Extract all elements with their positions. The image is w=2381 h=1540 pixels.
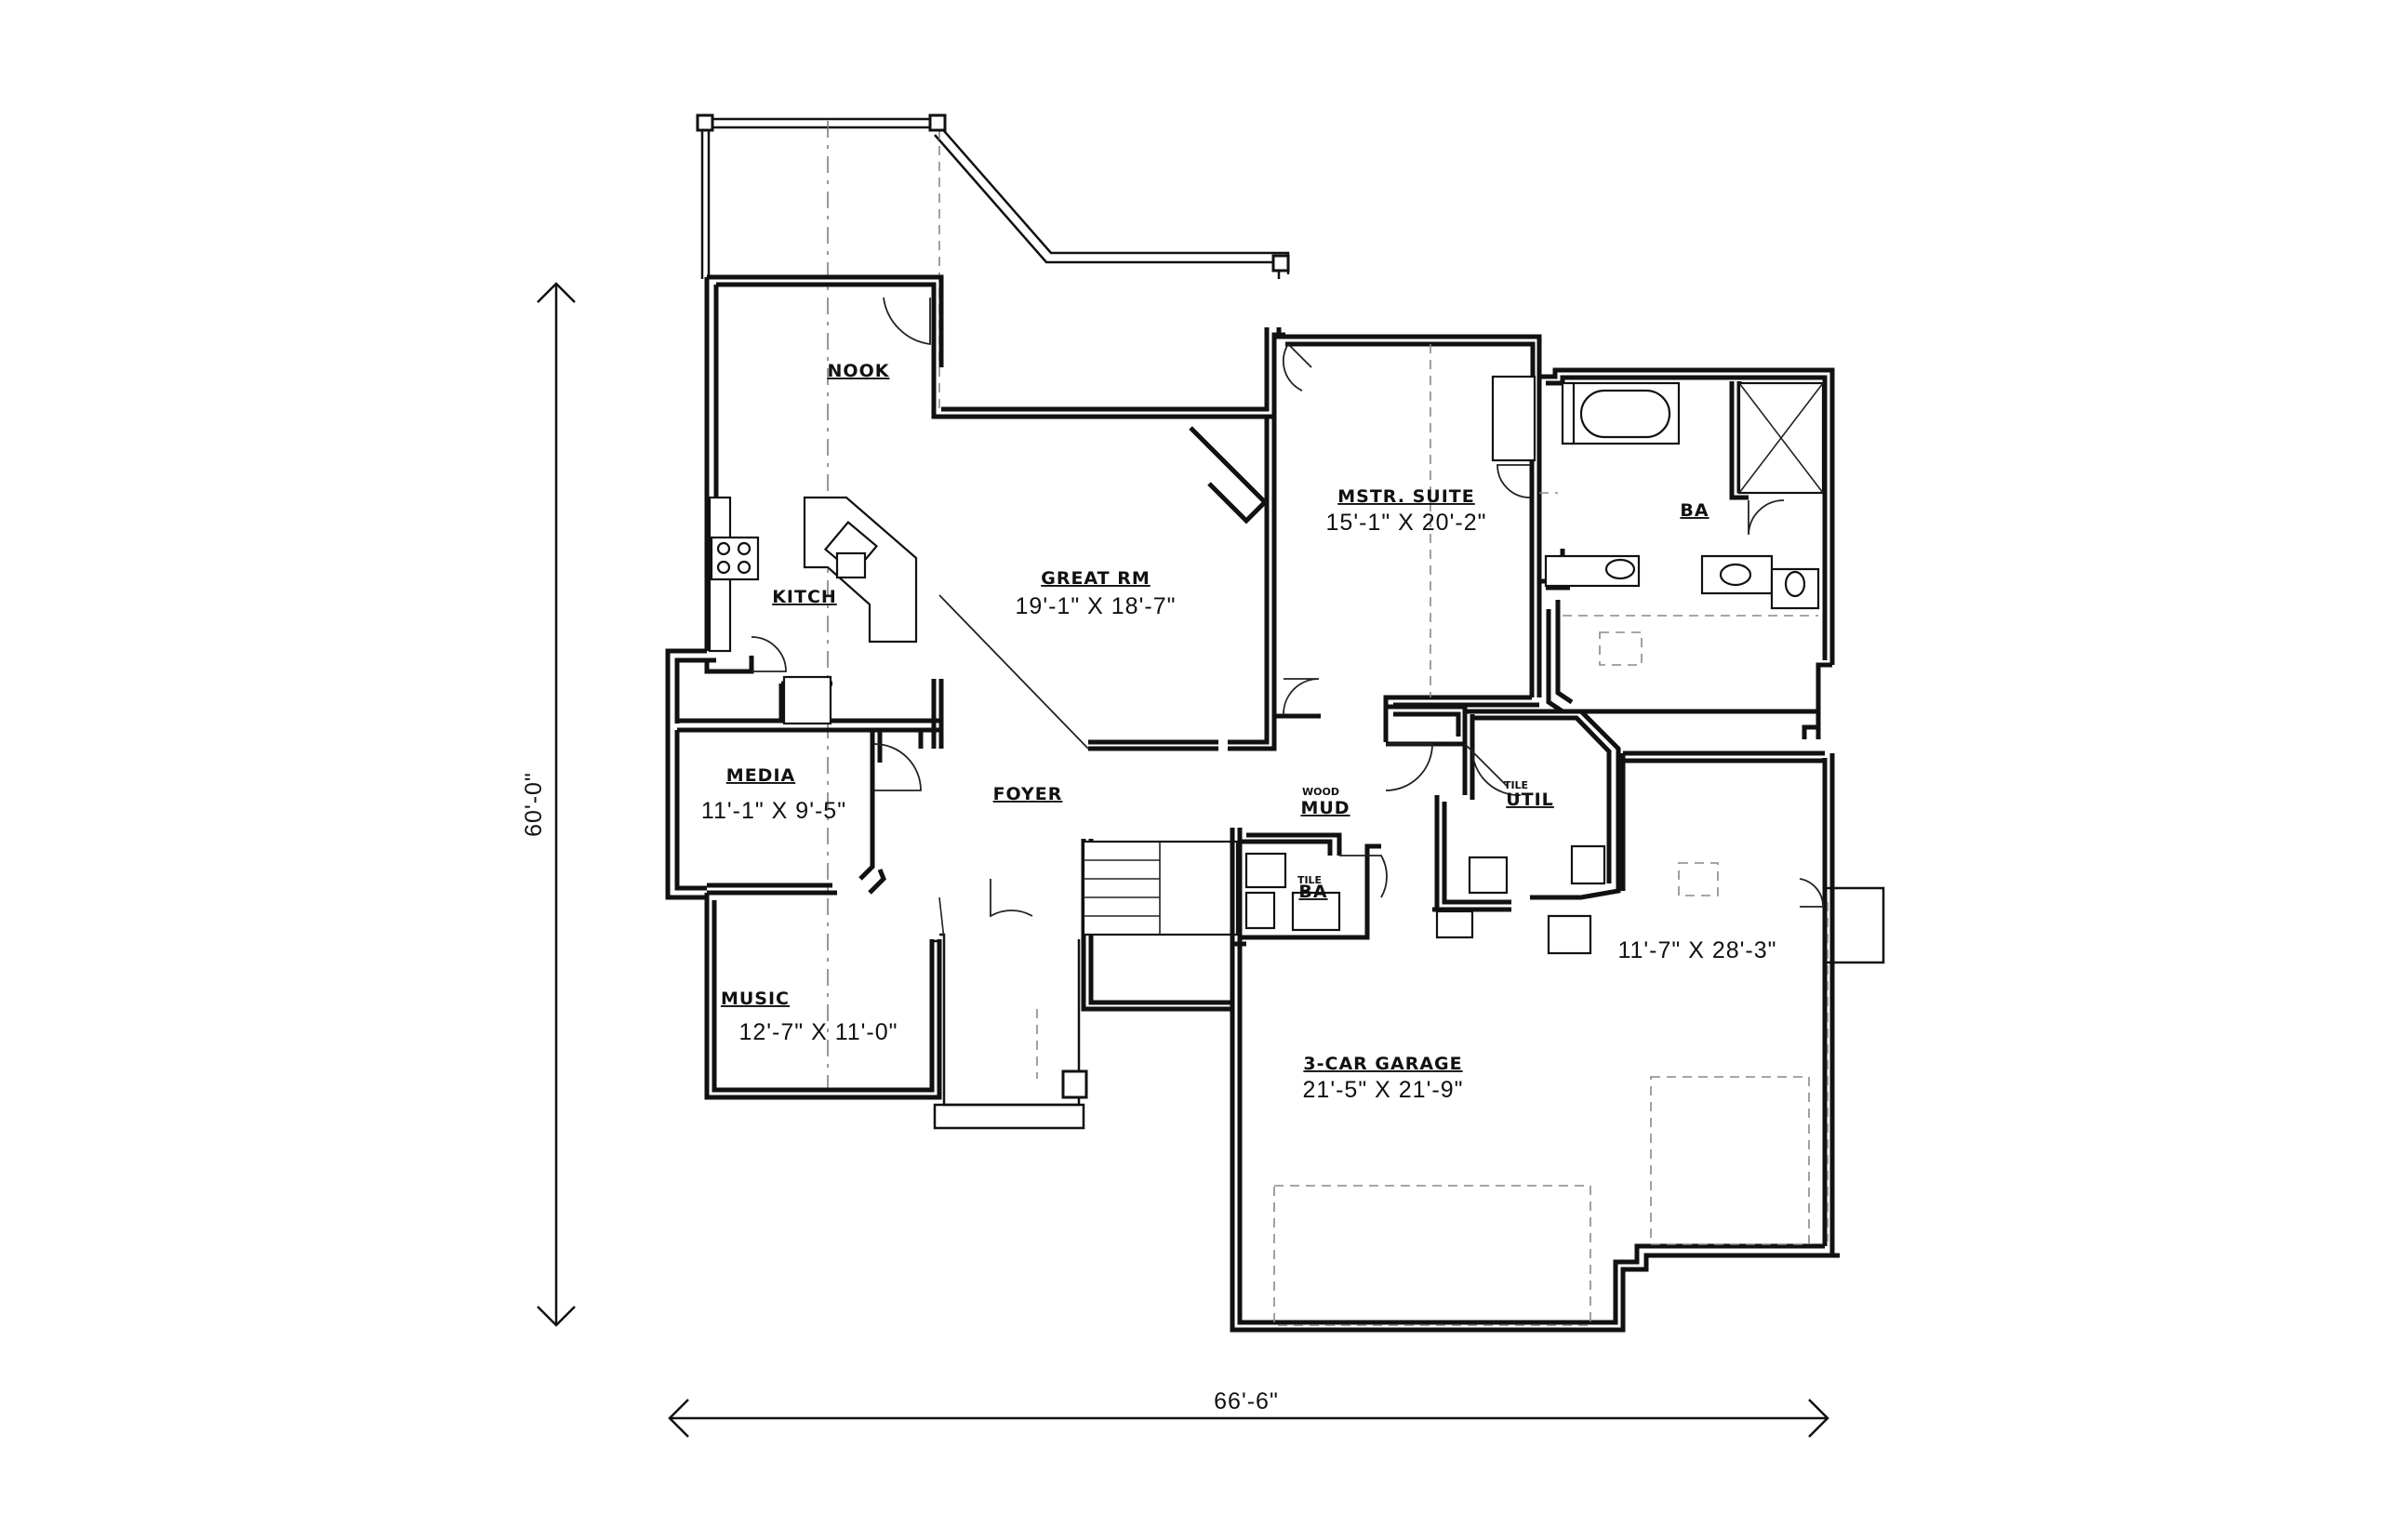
room-label-kitch: KITCH (772, 587, 837, 607)
room-size-garage: 21'-5" X 21'-9" (1303, 1077, 1464, 1103)
kitchen-fixtures (708, 496, 918, 725)
room-label-music: MUSIC (721, 989, 790, 1009)
room-label-mud: MUD (1300, 798, 1350, 818)
width-dimension-line (668, 1399, 1829, 1438)
room-label-util: UTIL (1506, 790, 1554, 810)
room-note-mud: WOOD (1302, 786, 1339, 798)
exterior-walls (665, 274, 1840, 1333)
room-size-media: 11'-1" X 9'-5" (701, 798, 846, 824)
room-note-ba-half: TILE (1297, 874, 1322, 886)
width-dimension-label: 66'-6" (1214, 1388, 1279, 1414)
master-bath-fixtures (1491, 375, 1825, 598)
interior-walls (677, 367, 1885, 1012)
room-label-ba-master: BA (1680, 500, 1709, 521)
rear-patio (696, 113, 1290, 1093)
room-label-media: MEDIA (726, 765, 795, 786)
door-swings (751, 297, 1824, 1079)
room-note-util: TILE (1504, 779, 1528, 791)
room-label-ba-half: BA (1298, 882, 1327, 902)
room-size-mstr: 15'-1" X 20'-2" (1326, 510, 1487, 536)
room-size-garage-bay: 11'-7" X 28'-3" (1617, 937, 1776, 963)
room-label-great: GREAT RM (1041, 568, 1151, 589)
room-size-great: 19'-1" X 18'-7" (1016, 593, 1177, 619)
room-label-garage: 3-CAR GARAGE (1303, 1054, 1462, 1074)
depth-dimension-label: 60'-0" (521, 772, 547, 837)
depth-dimension-line (537, 282, 576, 1327)
room-label-mstr: MSTR. SUITE (1337, 486, 1475, 507)
room-label-foyer: FOYER (993, 784, 1063, 804)
garage-openings (1273, 344, 1829, 1326)
room-size-music: 12'-7" X 11'-0" (738, 1019, 898, 1045)
room-labels: NOOK KITCH GREAT RM 19'-1" X 18'-7" MSTR… (701, 361, 1776, 1103)
room-label-nook: NOOK (828, 361, 890, 381)
